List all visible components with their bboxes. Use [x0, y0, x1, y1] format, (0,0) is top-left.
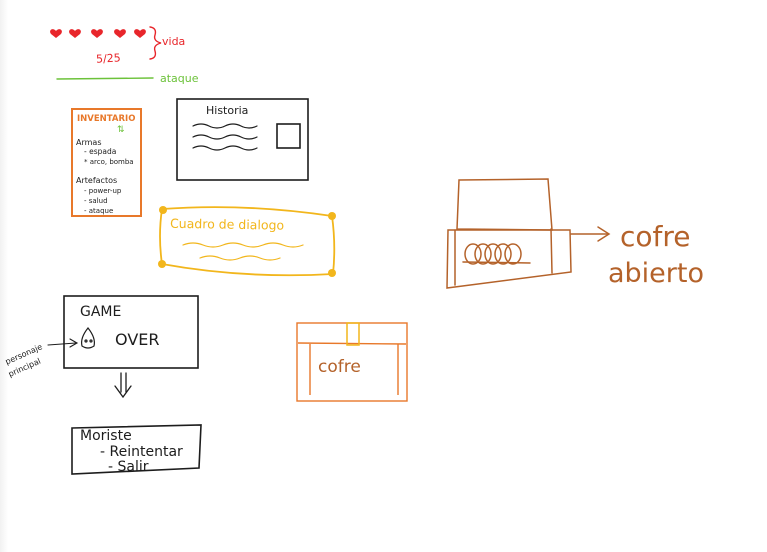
- moriste-title: Moriste: [80, 428, 132, 444]
- dialogo-text-line: [199, 255, 281, 261]
- dialogo-corner-dot: [159, 206, 167, 214]
- cofre-abierto-lid: [456, 178, 553, 231]
- game-over-line2: OVER: [115, 330, 159, 349]
- historia-title: Historia: [206, 104, 248, 117]
- artefactos-item: - power-up: [84, 187, 122, 195]
- historia-text-lines: [192, 123, 258, 151]
- cofre-abierto-label-line2: abierto: [608, 258, 704, 289]
- vida-counter: 5/25: [96, 51, 121, 65]
- game-over-line1: GAME: [80, 304, 121, 320]
- armas-label: Armas: [76, 138, 101, 147]
- vida-label: vida: [162, 35, 185, 48]
- cofre-cerrado-lock-icon: [346, 322, 360, 346]
- cofre-abierto-arrow: [570, 226, 611, 242]
- inventario-panel: [71, 108, 142, 217]
- artefactos-item: - salud: [84, 197, 108, 205]
- cofre-abierto-base: [446, 229, 572, 289]
- historia-image-placeholder: [276, 123, 301, 149]
- heart-icon: [134, 29, 146, 38]
- armas-item: - espada: [84, 147, 116, 156]
- dialogo-corner-dot: [328, 212, 336, 220]
- cofre-abierto: [446, 178, 572, 289]
- dialogo-corner-dot: [328, 269, 336, 277]
- moriste-option-salir[interactable]: - Salir: [108, 459, 149, 475]
- heart-icon: [114, 29, 126, 38]
- historia-panel: [176, 98, 309, 181]
- page-edge: [0, 0, 8, 552]
- armas-item: * arco, bomba: [84, 158, 134, 166]
- cofre-abierto-label-line1: cofre: [620, 220, 691, 253]
- dialogo-text-line: [182, 242, 304, 248]
- cofre-cerrado-lid-line: [297, 342, 407, 345]
- inventario-arrows-icon: ⇅: [117, 125, 125, 135]
- personaje-icon: [81, 327, 95, 349]
- dialogo-text: Cuadro de dialogo: [170, 216, 284, 233]
- artefactos-item: - ataque: [84, 207, 113, 215]
- down-arrow-icon: [114, 372, 132, 399]
- heart-icon: [91, 29, 103, 38]
- vida-brace: [149, 26, 162, 60]
- moriste-option-reintentar[interactable]: - Reintentar: [100, 444, 183, 460]
- cofre-cerrado-label: cofre: [318, 357, 361, 377]
- cofre-abierto-coins-base: [462, 261, 531, 264]
- ataque-label: ataque: [160, 72, 199, 85]
- cofre-abierto-side-strip: [550, 228, 553, 274]
- moriste-panel: [71, 424, 202, 475]
- hearts-row: [50, 29, 146, 38]
- heart-icon: [69, 29, 81, 38]
- personaje-pointer-arrow: [47, 338, 79, 348]
- heart-icon: [50, 29, 62, 38]
- ataque-bar: [56, 77, 154, 80]
- dialogo-corner-dot: [158, 260, 166, 268]
- artefactos-label: Artefactos: [76, 176, 117, 185]
- game-over-panel: [63, 295, 199, 369]
- inventario-title: INVENTARIO: [77, 114, 135, 124]
- cofre-abierto-coins: [464, 243, 522, 265]
